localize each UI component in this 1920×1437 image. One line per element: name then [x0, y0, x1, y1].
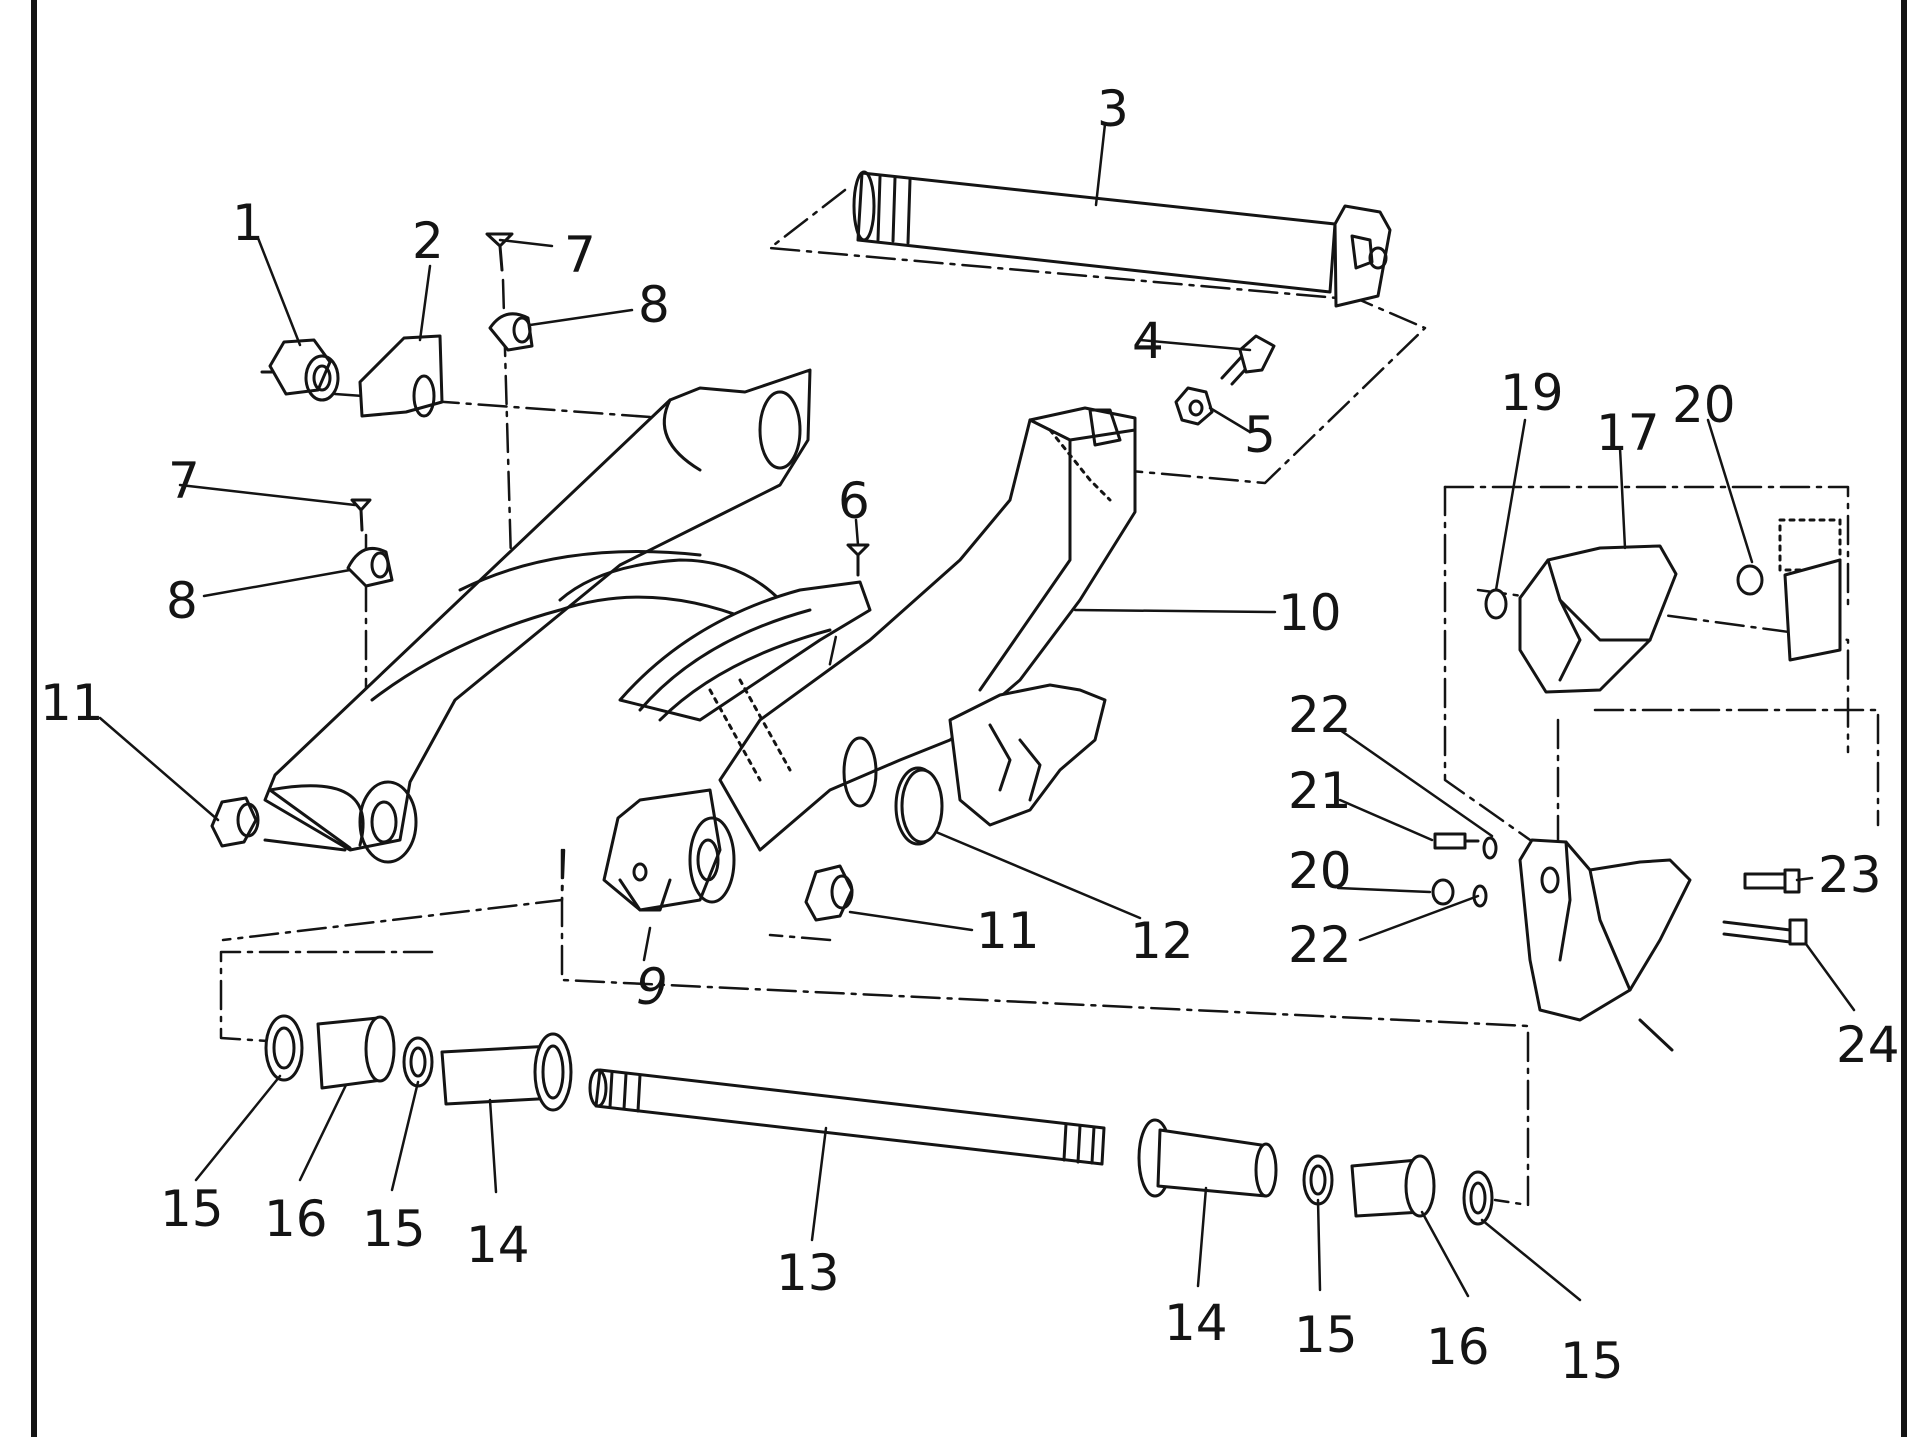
- part-19-washer: [1486, 590, 1506, 618]
- callout-5: 5: [1244, 406, 1276, 464]
- part-23-bolt: [1745, 870, 1799, 892]
- part-16-bearing-b: [1352, 1156, 1434, 1216]
- callout-24: 24: [1836, 1016, 1900, 1074]
- chain-slider-lower: [1520, 840, 1690, 1050]
- part-11-nut-left: [212, 798, 258, 846]
- part-22-washer-upper: [1484, 838, 1496, 858]
- part-15-seal-b: [404, 1038, 432, 1086]
- part-20-spacer-lower: [1433, 880, 1453, 904]
- callout-22-upper: 22: [1288, 686, 1352, 744]
- callout-22-lower: 22: [1288, 916, 1352, 974]
- callout-11-left: 11: [40, 674, 104, 732]
- callout-6: 6: [838, 472, 870, 530]
- part-12-cap: [902, 770, 942, 842]
- callout-11-right: 11: [976, 902, 1040, 960]
- callout-2: 2: [412, 212, 444, 270]
- callout-4: 4: [1132, 312, 1164, 370]
- part-15-seal-c: [1304, 1156, 1332, 1204]
- part-8-clip-lower: [348, 548, 392, 586]
- part-6-screw: [848, 545, 868, 575]
- callout-20-lower: 20: [1288, 842, 1352, 900]
- part-15-seal-d: [1464, 1172, 1492, 1224]
- part-21-screw: [1435, 834, 1478, 848]
- part-8-clip-upper: [490, 314, 532, 350]
- callout-16-a: 16: [264, 1190, 328, 1248]
- callout-10: 10: [1278, 584, 1342, 642]
- part-13-pivot-shaft: [590, 1070, 1104, 1164]
- callout-13: 13: [776, 1244, 840, 1302]
- part-17-chain-guide: [1520, 520, 1840, 692]
- part-9-tab: [620, 864, 670, 910]
- part-10-swingarm: [265, 370, 1135, 910]
- callout-16-b: 16: [1426, 1318, 1490, 1376]
- callout-15-d: 15: [1560, 1332, 1624, 1390]
- callout-1: 1: [232, 194, 264, 252]
- callout-12: 12: [1130, 912, 1194, 970]
- part-4-bolt: [1222, 336, 1274, 384]
- callout-7-lower: 7: [168, 452, 200, 510]
- callout-9: 9: [636, 958, 668, 1016]
- part-7-screw-lower: [352, 500, 370, 530]
- part-14-spacer-b: [1139, 1120, 1276, 1196]
- part-16-bearing-a: [318, 1017, 394, 1088]
- callout-labels: 3 1 2 7 8 4 5 19 17 20 7 6 8 10 11 22 21…: [40, 80, 1900, 1390]
- leader-lines: [98, 122, 1856, 1302]
- part-24-bolt: [1724, 920, 1806, 944]
- callout-14-a: 14: [466, 1216, 530, 1274]
- callout-17: 17: [1596, 404, 1660, 462]
- part-1-nut: [262, 340, 338, 400]
- part-3-tube: [854, 172, 1390, 306]
- callout-8-lower: 8: [166, 572, 198, 630]
- callout-15-c: 15: [1294, 1306, 1358, 1364]
- callout-8-upper: 8: [638, 276, 670, 334]
- part-14-spacer-a: [442, 1034, 571, 1110]
- callout-19: 19: [1500, 364, 1564, 422]
- callout-7-upper: 7: [564, 226, 596, 284]
- part-2-adjuster-block: [360, 336, 442, 416]
- part-5-nut: [1176, 388, 1212, 424]
- callout-23: 23: [1818, 846, 1882, 904]
- callout-14-b: 14: [1164, 1294, 1228, 1352]
- callout-3: 3: [1097, 80, 1129, 138]
- part-22-washer-lower: [1474, 886, 1486, 906]
- part-20-spacer-upper: [1738, 566, 1762, 594]
- part-11-nut-right: [806, 866, 852, 920]
- part-15-seal-a: [266, 1016, 302, 1080]
- callout-15-a: 15: [160, 1180, 224, 1238]
- callout-15-b: 15: [362, 1200, 426, 1258]
- callout-21: 21: [1288, 762, 1352, 820]
- callout-20-upper: 20: [1672, 376, 1736, 434]
